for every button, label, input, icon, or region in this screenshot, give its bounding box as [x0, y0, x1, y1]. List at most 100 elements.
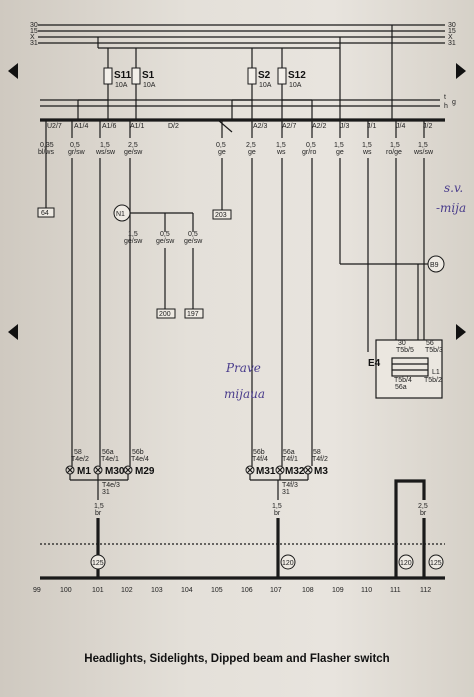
column-106: 106: [241, 587, 253, 594]
handwriting-prave: Prave: [225, 361, 261, 375]
lamp-m1-conn: T4e/2: [71, 456, 89, 463]
next-page-arrow-icon-lower[interactable]: [456, 324, 466, 340]
column-100: 100: [60, 587, 72, 594]
terminal-a2-2: A2/2: [312, 123, 327, 130]
lamp-m32-pin: 56a: [283, 449, 295, 456]
lamp-m32-label: M32: [285, 466, 305, 477]
bus-label-31: 31: [30, 40, 38, 47]
ref-64-label: 64: [41, 210, 49, 217]
wire-10-color: ro/ge: [386, 149, 402, 156]
bus-label-15-right: 15: [448, 28, 456, 35]
wire-10-size: 1,5: [390, 142, 400, 149]
bus-label-15: 15: [30, 28, 38, 35]
ref-64-box: 64: [37, 207, 55, 218]
terminal-a2-3: A2/3: [253, 123, 268, 130]
terminal-a1-4: A1/4: [74, 123, 89, 130]
ref-203-box: 203: [212, 209, 232, 220]
terminal-j-3: J/3: [340, 123, 349, 130]
wire-2-color: ws/sw: [95, 149, 116, 156]
switch-e4-label: E4: [368, 358, 381, 369]
branch-2-size: 0,5: [188, 231, 198, 238]
wire-labels: 0,35 bl/ws 0,5 gr/sw 1,5 ws/sw 2,5 ge/sw…: [38, 142, 434, 156]
wire-8-color: ge: [336, 149, 344, 156]
ground-left-color: br: [95, 510, 102, 517]
lamp-m31-conn: T4f/4: [252, 456, 268, 463]
wire-4-color: ge: [218, 149, 226, 156]
terminal-a1-1: A1/1: [130, 123, 145, 130]
ground-left-ref: 125: [92, 560, 104, 567]
ground-left: T4e/3 31 1,5 br 125: [90, 480, 120, 578]
prev-page-arrow-icon-lower[interactable]: [8, 324, 18, 340]
ground-right-color: br: [274, 510, 281, 517]
ground-left-pin: 31: [102, 489, 110, 496]
terminal-j-2: J/2: [423, 123, 432, 130]
fuse-s2-rating: 10A: [259, 82, 272, 89]
column-110: 110: [361, 587, 372, 594]
diagram-title: Headlights, Sidelights, Dipped beam and …: [84, 653, 390, 665]
handwritten-notes: Prave mijaua s.v. -mija: [224, 181, 466, 401]
column-99: 99: [33, 587, 41, 594]
fuse-s12-label: S12: [288, 70, 306, 81]
wire-8-size: 1,5: [334, 142, 344, 149]
bulb-icon: [245, 465, 255, 475]
lamp-m30-pin: 56a: [102, 449, 114, 456]
switch-pin-t5b-5: T5b/5: [396, 347, 414, 354]
bus-label-30: 30: [30, 22, 38, 29]
wire-5-size: 2,5: [246, 142, 256, 149]
n1-branch: N1 1,5 ge/sw 0,5 ge/sw 0,5 ge/sw 200 197: [113, 204, 204, 319]
lamp-m32-conn: T4f/1: [282, 456, 298, 463]
fuse-s2: S2 10A: [247, 67, 272, 100]
terminal-d-2: D/2: [168, 123, 179, 130]
prev-page-arrow-icon[interactable]: [8, 63, 18, 79]
bus-label-31-right: 31: [448, 40, 456, 47]
bulb-icon: [123, 465, 133, 475]
wire-11-color: ws/sw: [413, 149, 434, 156]
switch-pin-t5b-2: T5b/2: [424, 377, 442, 384]
switch-l1-label: L1: [432, 369, 440, 376]
bulb-icon: [303, 465, 313, 475]
ground-switch-color: br: [420, 510, 427, 517]
terminal-labels: U2/7 A1/4 A1/6 A1/1 D/2 A2/3 A2/7 A2/2 J…: [47, 123, 432, 130]
lamp-m3-pin: 58: [313, 449, 321, 456]
terminal-u2-7: U2/7: [47, 123, 62, 130]
column-109: 109: [332, 587, 344, 594]
side-label-h: h: [444, 103, 448, 110]
wire-0-size: 0,35: [40, 142, 54, 149]
fuse-s11: S11 10A: [103, 67, 132, 100]
vertical-wires: [45, 119, 425, 458]
ref-197-label: 197: [187, 311, 199, 318]
wire-1-color: gr/sw: [68, 149, 86, 156]
lamp-m30-label: M30: [105, 466, 125, 477]
terminal-a1-6: A1/6: [102, 123, 117, 130]
fuse-s1: S1 10A: [131, 67, 156, 100]
b9-label: B9: [430, 262, 439, 269]
ground-right-ref: 120: [282, 560, 294, 567]
b9-ref: B9: [420, 255, 445, 273]
column-numbers: 99 100 101 102 103 104 105 106 107 108 1…: [33, 587, 431, 594]
lamps-left: 58 T4e/2 56a T4e/1 56b T4e/4 M1 M30 M29: [65, 449, 155, 481]
wire-7-color: gr/ro: [302, 149, 317, 156]
fuse-s12-rating: 10A: [289, 82, 302, 89]
wire-9-color: ws: [362, 149, 372, 156]
ground-right-size: 1,5: [272, 503, 282, 510]
switch-pin-56: 56: [426, 340, 434, 347]
supply-bus: [38, 24, 445, 44]
wire-1-size: 0,5: [70, 142, 80, 149]
lamp-m29-conn: T4e/4: [131, 456, 149, 463]
ground-left-size: 1,5: [94, 503, 104, 510]
branch-0-color: ge/sw: [124, 238, 143, 245]
ground-switch-size: 2,5: [418, 503, 428, 510]
ground-right-pin: 31: [282, 489, 290, 496]
lamp-m31-label: M31: [256, 466, 276, 477]
fuse-s1-rating: 10A: [143, 82, 156, 89]
switch-pin-56a: 56a: [395, 384, 407, 391]
column-112: 112: [420, 587, 431, 594]
ref-200-label: 200: [159, 311, 171, 318]
handwriting-sv: s.v.: [444, 181, 463, 195]
next-page-arrow-icon[interactable]: [456, 63, 466, 79]
ground-right: T4f/3 31 1,5 br 120: [272, 480, 298, 578]
wire-11-size: 1,5: [418, 142, 428, 149]
side-lines: t h g: [40, 94, 456, 110]
